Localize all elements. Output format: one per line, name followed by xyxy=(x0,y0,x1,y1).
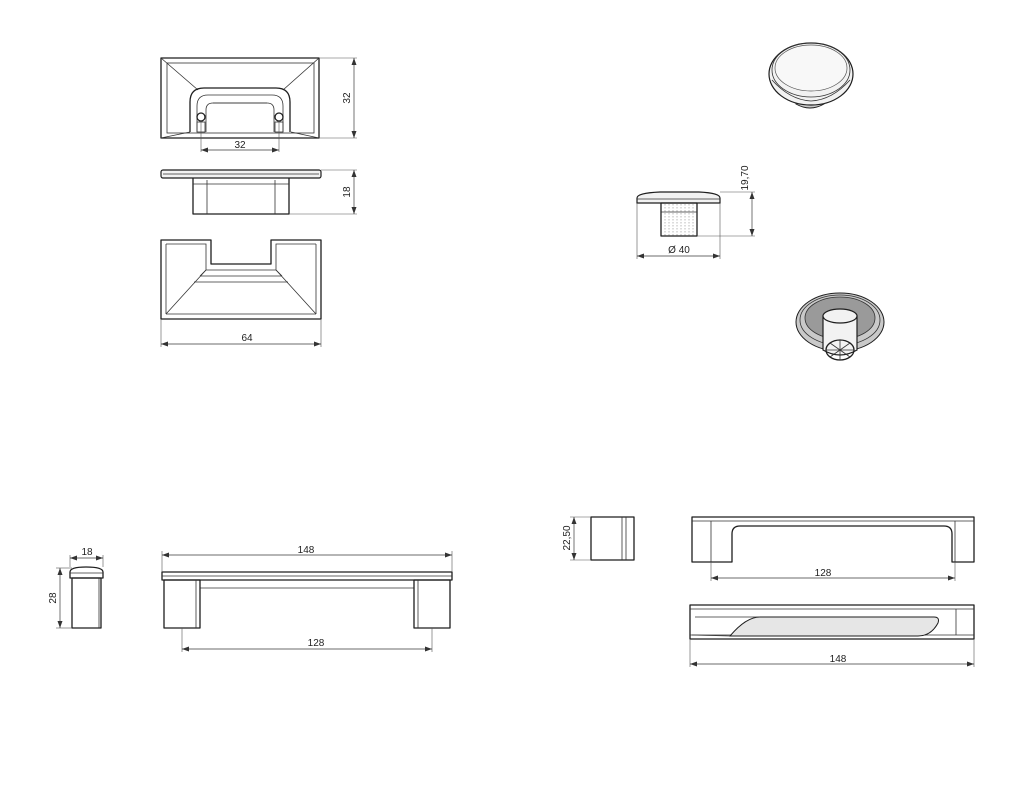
cup-pull-side-view: 18 xyxy=(160,169,357,215)
handle-b-side-height-label: 22,50 xyxy=(562,525,573,550)
handle-b-overall-label: 148 xyxy=(830,654,847,665)
handle-b-top-view: 148 xyxy=(689,604,975,667)
handle-a-front-view: 148 128 xyxy=(161,545,453,652)
handle-b-front-view: 128 xyxy=(691,516,975,581)
cup-pull-front-view: 64 xyxy=(160,239,322,347)
cup-side-height-label: 18 xyxy=(342,186,353,198)
cup-pull-top-view: 32 32 xyxy=(160,57,357,153)
knob-side-view: 19,70 Ø 40 xyxy=(636,165,755,259)
handle-a-side-width-label: 18 xyxy=(81,547,93,558)
cup-top-width-label: 32 xyxy=(234,140,246,151)
cup-front-width-label: 64 xyxy=(241,333,253,344)
knob-diameter-label: Ø 40 xyxy=(668,245,690,256)
handle-a-side-view: 18 28 xyxy=(48,547,104,629)
handle-a-overall-label: 148 xyxy=(298,545,315,556)
knob-height-label: 19,70 xyxy=(740,165,751,190)
cup-top-height-label: 32 xyxy=(342,92,353,104)
handle-b-side-view: 22,50 xyxy=(562,516,635,561)
handle-a-centers-label: 128 xyxy=(308,638,325,649)
handle-b-centers-label: 128 xyxy=(815,568,832,579)
knob-iso-top-view xyxy=(768,42,854,109)
knob-iso-bottom-view xyxy=(795,292,885,361)
handle-a-side-height-label: 28 xyxy=(48,592,59,604)
